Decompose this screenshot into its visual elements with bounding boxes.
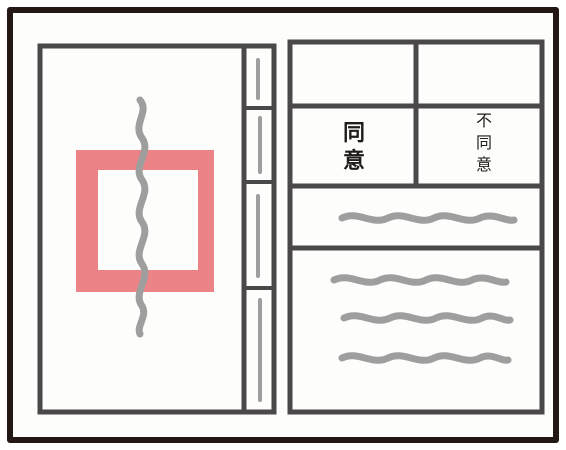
wavy-vertical-line-icon [135, 96, 149, 338]
agree-label-char: 意 [343, 148, 365, 174]
disagree-label-char: 同 [476, 133, 492, 152]
wavy-text-line-icon [340, 312, 514, 324]
left-document-frame [37, 43, 277, 415]
wavy-text-line-icon [338, 352, 512, 364]
wavy-text-line-icon [330, 274, 510, 286]
left-document-panel [37, 43, 277, 415]
agree-label-char: 同 [343, 121, 365, 146]
disagree-label-char: 不 [476, 111, 492, 130]
disagree-option-box: 不 同 意 [476, 111, 492, 174]
wavy-text-line-icon [338, 212, 518, 224]
agree-option-box: 同 意 [343, 121, 365, 174]
right-document-panel: 同 意 不 同 意 [287, 39, 545, 415]
disagree-label-char: 意 [476, 155, 492, 174]
